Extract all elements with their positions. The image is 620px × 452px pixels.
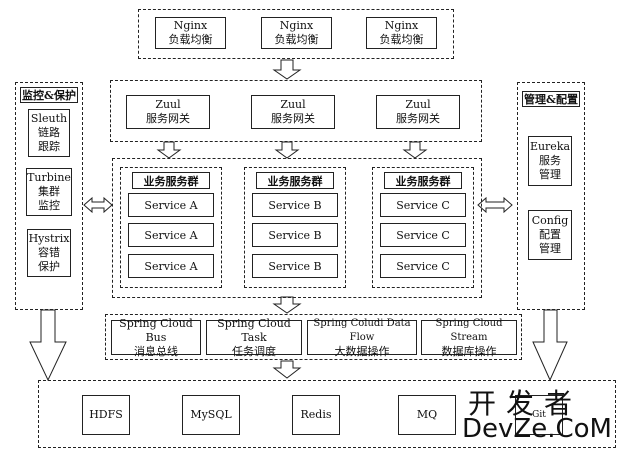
hdfs-box: HDFS [82, 395, 130, 435]
zuul-sublabel: 服务网关 [396, 112, 440, 125]
spring-cloud-bus-box: Spring Cloud Bus 消息总线 [111, 316, 201, 358]
nginx-box-2: Nginx 负载均衡 [261, 17, 332, 49]
arrow-down-nginx-zuul [272, 59, 302, 80]
zuul-sublabel: 服务网关 [146, 112, 190, 125]
zuul-label: Zuul [405, 98, 431, 111]
services-layer [112, 158, 482, 298]
service-c-3: Service C [380, 254, 466, 278]
zuul-sublabel: 服务网关 [271, 112, 315, 125]
spring-cloud-stream-desc: 数据库操作 [441, 344, 497, 358]
nginx-label: Nginx [173, 19, 208, 32]
config-line2: 配置 [539, 228, 561, 241]
service-group-c [372, 167, 474, 288]
arrow-down-spring-storage [272, 360, 302, 379]
service-group-b [244, 167, 346, 288]
arrow-down-zuul-b [274, 141, 300, 159]
turbine-line3: 监控 [38, 199, 60, 212]
arrow-bidirectional-left [83, 196, 113, 214]
mysql-label: MySQL [190, 408, 232, 421]
nginx-box-3: Nginx 负载均衡 [366, 17, 437, 49]
spring-cloud-bus-label: Spring Cloud Bus [119, 316, 193, 344]
spring-cloud-layer [105, 314, 522, 360]
nginx-label: Nginx [384, 19, 419, 32]
sleuth-label: Sleuth [30, 112, 68, 125]
sleuth-line3: 跟踪 [38, 140, 60, 153]
redis-box: Redis [292, 395, 340, 435]
nginx-box-1: Nginx 负载均衡 [155, 17, 226, 49]
zuul-box-2: Zuul 服务网关 [251, 95, 335, 129]
service-b-2: Service B [252, 223, 338, 247]
eureka-box: Eureka 服务 管理 [528, 136, 572, 186]
arrow-bidirectional-right [477, 196, 513, 214]
watermark-line1: 开发者 [468, 387, 583, 420]
service-group-a [120, 167, 222, 288]
eureka-line3: 管理 [539, 168, 561, 181]
arrow-down-zuul-c [402, 141, 428, 159]
arrow-down-services-spring [272, 296, 302, 314]
service-c-2: Service C [380, 223, 466, 247]
management-title: 管理&配置 [522, 91, 580, 107]
arrow-down-zuul-a [156, 141, 182, 159]
zuul-box-3: Zuul 服务网关 [376, 95, 460, 129]
spring-cloud-bus-desc: 消息总线 [134, 344, 178, 358]
management-column [517, 82, 585, 310]
spring-cloud-dataflow-desc: 大数据操作 [334, 344, 390, 358]
sleuth-box: Sleuth 链路 跟踪 [28, 109, 70, 157]
git-label: Git [532, 410, 546, 420]
spring-cloud-task-desc: 任务调度 [232, 344, 276, 358]
watermark-line2: DevZe.CoM [462, 414, 612, 444]
spring-cloud-task-box: Spring Cloud Task 任务调度 [206, 316, 302, 358]
storage-layer [38, 380, 616, 448]
nginx-label: Nginx [279, 19, 314, 32]
hystrix-label: Hystrix [28, 232, 70, 245]
zuul-label: Zuul [280, 98, 306, 111]
spring-cloud-task-label: Spring Cloud Task [217, 316, 291, 344]
nginx-layer [138, 9, 454, 59]
monitor-title: 监控&保护 [20, 87, 78, 103]
eureka-line2: 服务 [539, 154, 561, 167]
spring-cloud-stream-box: Spring Cloud Stream 数据库操作 [421, 317, 517, 358]
eureka-label: Eureka [529, 140, 571, 153]
nginx-sublabel: 负载均衡 [379, 33, 424, 46]
service-group-c-title: 业务服务群 [384, 172, 462, 189]
service-group-b-title: 业务服务群 [256, 172, 334, 189]
config-label: Config [531, 214, 569, 227]
zuul-layer [110, 80, 482, 142]
turbine-label: Turbine [27, 171, 71, 184]
zuul-label: Zuul [155, 98, 181, 111]
turbine-box: Turbine 集群 监控 [26, 168, 72, 216]
nginx-sublabel: 负载均衡 [168, 33, 213, 46]
zuul-box-1: Zuul 服务网关 [126, 95, 210, 129]
spring-cloud-dataflow-box: Spring Coludi Data Flow 大数据操作 [307, 317, 417, 358]
hystrix-line2: 容错 [38, 246, 60, 259]
mq-box: MQ [398, 395, 456, 435]
mysql-box: MySQL [182, 395, 240, 435]
redis-label: Redis [300, 408, 332, 421]
config-box: Config 配置 管理 [528, 210, 572, 260]
turbine-line2: 集群 [38, 185, 60, 198]
monitor-column [15, 82, 83, 310]
config-line3: 管理 [539, 242, 561, 255]
spring-cloud-dataflow-label: Spring Coludi Data Flow [313, 317, 411, 343]
service-b-3: Service B [252, 254, 338, 278]
service-b-1: Service B [252, 193, 338, 217]
hystrix-line3: 保护 [38, 260, 60, 273]
nginx-sublabel: 负载均衡 [274, 33, 319, 46]
service-group-a-title: 业务服务群 [132, 172, 210, 189]
service-a-2: Service A [128, 223, 214, 247]
hystrix-box: Hystrix 容错 保护 [27, 229, 71, 277]
arrow-down-left-column [29, 309, 67, 382]
hdfs-label: HDFS [89, 408, 123, 421]
git-box: Git [515, 395, 563, 435]
service-c-1: Service C [380, 193, 466, 217]
mq-label: MQ [416, 408, 438, 421]
service-a-1: Service A [128, 193, 214, 217]
sleuth-line2: 链路 [38, 126, 60, 139]
spring-cloud-stream-label: Spring Cloud Stream [435, 317, 503, 343]
service-a-3: Service A [128, 254, 214, 278]
arrow-down-right-column [532, 309, 568, 382]
